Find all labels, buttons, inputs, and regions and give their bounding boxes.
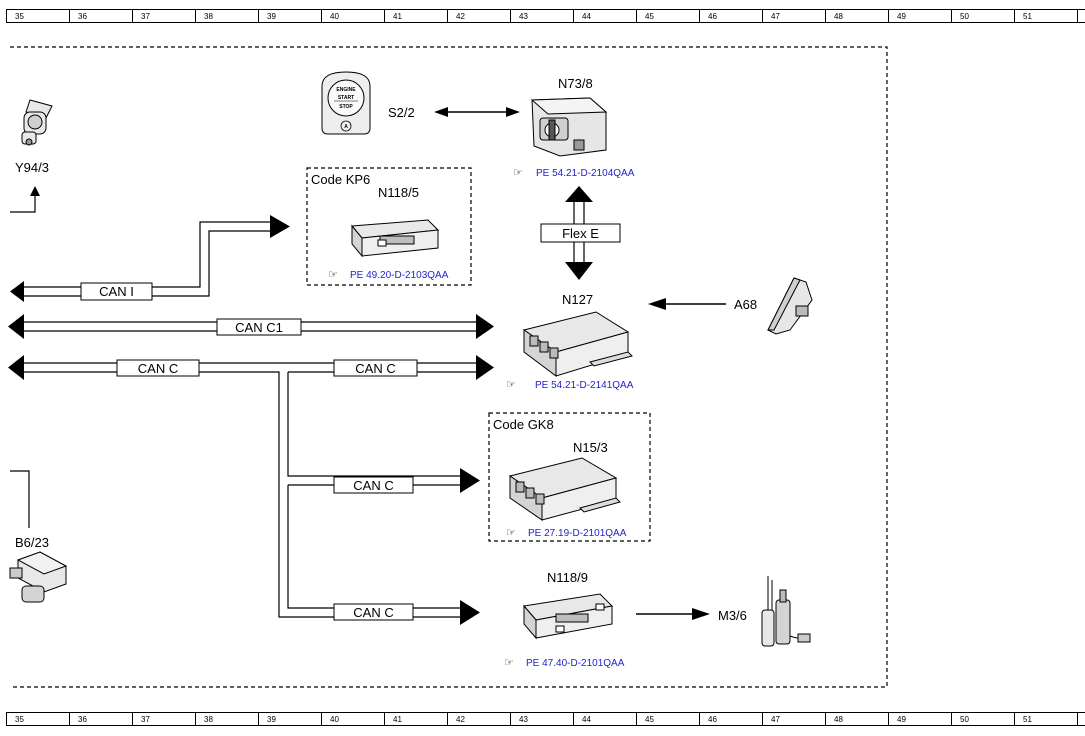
n127-reference-text: PE 54.21-D-2141QAA bbox=[535, 380, 634, 391]
n118-5-reference-text: PE 49.20-D-2103QAA bbox=[350, 270, 449, 281]
n118-9-reference: ☞ PE 47.40-D-2101QAA bbox=[504, 657, 625, 669]
top-ruler-number: 35 bbox=[15, 12, 24, 21]
y94-3-component: Y94/3 bbox=[10, 99, 53, 213]
top-ruler-number: 51 bbox=[1023, 12, 1032, 21]
can-c-n15-3-label: CAN C bbox=[353, 478, 393, 493]
n15-3-label: N15/3 bbox=[573, 440, 608, 455]
bottom-ruler-number: 40 bbox=[330, 715, 339, 724]
bottom-ruler-number: 47 bbox=[771, 715, 780, 724]
top-ruler-number: 45 bbox=[645, 12, 654, 21]
n118-9-m3-6-arrow bbox=[636, 608, 710, 620]
bottom-ruler-number: 49 bbox=[897, 715, 906, 724]
n118-9-reference-text: PE 47.40-D-2101QAA bbox=[526, 658, 625, 669]
bottom-ruler-number: 39 bbox=[267, 715, 276, 724]
button-text-start: START bbox=[338, 95, 354, 101]
n15-3-reference-text: PE 27.19-D-2101QAA bbox=[528, 528, 627, 539]
top-ruler-number: 47 bbox=[771, 12, 780, 21]
can-c-n127-label: CAN C bbox=[355, 361, 395, 376]
pointing-hand-icon: ☞ bbox=[506, 527, 516, 539]
a68-label: A68 bbox=[734, 297, 757, 312]
can-c-left-label: CAN C bbox=[138, 361, 178, 376]
top-ruler-number: 41 bbox=[393, 12, 402, 21]
dashed-frame bbox=[10, 46, 888, 688]
n15-3-reference: ☞ PE 27.19-D-2101QAA bbox=[506, 527, 627, 539]
top-ruler-number: 48 bbox=[834, 12, 843, 21]
can-i-label: CAN I bbox=[99, 284, 134, 299]
top-ruler-number: 43 bbox=[519, 12, 528, 21]
pedal-icon bbox=[767, 277, 813, 335]
top-ruler: 35 36 37 38 39 40 41 42 43 44 45 46 47 48 49 50 51 bbox=[6, 9, 1085, 23]
code-gk8-label: Code GK8 bbox=[493, 417, 554, 432]
n127-module-icon bbox=[522, 311, 633, 377]
code-gk8-box bbox=[488, 412, 651, 542]
sensor-icon bbox=[9, 551, 68, 603]
m3-6-label: M3/6 bbox=[718, 608, 747, 623]
top-ruler-number: 49 bbox=[897, 12, 906, 21]
n118-9-label: N118/9 bbox=[547, 570, 588, 585]
top-ruler-number: 39 bbox=[267, 12, 276, 21]
b6-23-label: B6/23 bbox=[15, 535, 49, 550]
bottom-ruler-number: 41 bbox=[393, 715, 402, 724]
top-ruler-number: 50 bbox=[960, 12, 969, 21]
top-ruler-number: 38 bbox=[204, 12, 213, 21]
ignition-switch-icon bbox=[530, 97, 608, 157]
top-ruler-number: 46 bbox=[708, 12, 717, 21]
bottom-ruler-number: 42 bbox=[456, 715, 465, 724]
n118-9-module-icon bbox=[523, 593, 614, 640]
pointing-hand-icon: ☞ bbox=[506, 379, 516, 391]
b6-23-line bbox=[10, 470, 30, 528]
fuel-pump-icon bbox=[761, 576, 811, 647]
n127-reference: ☞ PE 54.21-D-2141QAA bbox=[506, 379, 634, 391]
top-ruler-number: 36 bbox=[78, 12, 87, 21]
bottom-ruler-number: 50 bbox=[960, 715, 969, 724]
bottom-ruler-number: 38 bbox=[204, 715, 213, 724]
button-text-engine: ENGINE bbox=[336, 87, 356, 93]
bottom-ruler-number: 46 bbox=[708, 715, 717, 724]
code-kp6-label: Code KP6 bbox=[311, 172, 370, 187]
n73-8-reference-text: PE 54.21-D-2104QAA bbox=[536, 168, 635, 179]
pointing-hand-icon: ☞ bbox=[513, 167, 523, 179]
s2-2-n73-8-double-arrow bbox=[434, 107, 520, 117]
bottom-ruler-number: 43 bbox=[519, 715, 528, 724]
engine-start-stop-button: ENGINE START STOP A bbox=[321, 71, 371, 135]
s2-2-label: S2/2 bbox=[388, 105, 415, 120]
can-c1-label: CAN C1 bbox=[235, 320, 283, 335]
n15-3-module-icon bbox=[508, 457, 621, 521]
flex-e-bus: Flex E bbox=[540, 186, 621, 280]
button-text-stop: STOP bbox=[339, 104, 353, 110]
bottom-ruler-number: 36 bbox=[78, 715, 87, 724]
n73-8-reference: ☞ PE 54.21-D-2104QAA bbox=[513, 167, 635, 179]
n118-5-reference: ☞ PE 49.20-D-2103QAA bbox=[328, 269, 449, 281]
bottom-ruler: 35 36 37 38 39 40 41 42 43 44 45 46 47 48 49 50 51 bbox=[6, 712, 1085, 726]
top-ruler-number: 40 bbox=[330, 12, 339, 21]
n118-5-module-icon bbox=[350, 219, 440, 258]
button-symbol: A bbox=[344, 124, 348, 130]
bottom-ruler-number: 37 bbox=[141, 715, 150, 724]
can-c-n118-9-label: CAN C bbox=[353, 605, 393, 620]
bottom-ruler-number: 45 bbox=[645, 715, 654, 724]
n73-8-label: N73/8 bbox=[558, 76, 593, 91]
n118-5-label: N118/5 bbox=[378, 185, 419, 200]
top-ruler-number: 44 bbox=[582, 12, 591, 21]
flex-e-label: Flex E bbox=[562, 226, 599, 241]
bottom-ruler-number: 48 bbox=[834, 715, 843, 724]
bottom-ruler-number: 44 bbox=[582, 715, 591, 724]
valve-icon bbox=[21, 99, 53, 146]
bottom-ruler-number: 51 bbox=[1023, 715, 1032, 724]
n127-label: N127 bbox=[562, 292, 593, 307]
top-ruler-number: 42 bbox=[456, 12, 465, 21]
a68-arrow bbox=[648, 298, 726, 310]
top-ruler-number: 37 bbox=[141, 12, 150, 21]
y94-3-label: Y94/3 bbox=[15, 160, 49, 175]
bottom-ruler-number: 35 bbox=[15, 715, 24, 724]
pointing-hand-icon: ☞ bbox=[504, 657, 514, 669]
pointing-hand-icon: ☞ bbox=[328, 269, 338, 281]
